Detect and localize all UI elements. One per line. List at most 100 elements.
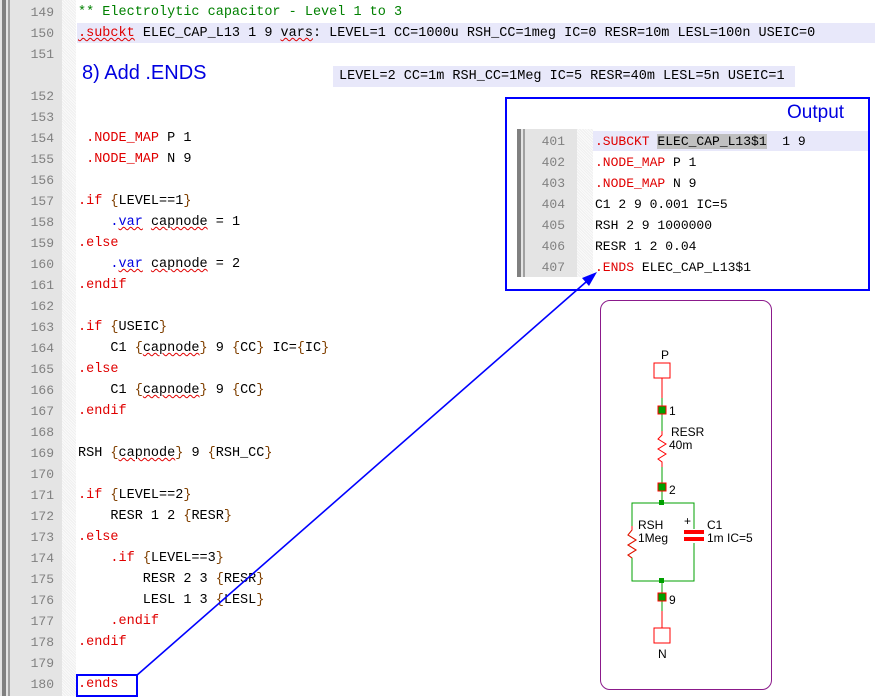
code-token: } [159,320,168,335]
code-token: { [134,341,143,356]
port-n-icon[interactable] [653,627,671,644]
c1-value: 1m IC=5 [707,531,753,545]
code-token: N 9 [159,152,192,167]
line-number: 153 [30,110,54,125]
arrowhead-icon [582,272,597,286]
junction-icon [659,500,664,505]
code-token: ** Electrolytic capacitor - Level 1 to 3 [78,5,403,20]
line-number: 156 [30,173,54,188]
line-number: 407 [541,260,565,275]
code-token: } [223,509,232,524]
line-number: 158 [30,215,54,230]
code-line[interactable]: .else [78,233,119,254]
output-code-line[interactable]: .SUBCKT ELEC_CAP_L13$1 1 9 [595,131,806,152]
code-line[interactable]: .if {LEVEL==3} [78,548,223,569]
step-annotation: 8) Add .ENDS [82,62,207,84]
output-title: Output [787,102,845,123]
code-token: } [256,341,265,356]
line-number: 403 [541,176,565,191]
code-token: LEVEL==3 [150,551,216,566]
rsh-resistor-icon[interactable] [627,526,637,559]
line-number: 149 [30,5,54,20]
line-number: 152 [30,89,54,104]
code-token: .if [78,551,135,566]
line-number: 164 [30,341,54,356]
current-line-highlight [77,23,875,43]
code-line[interactable]: .endif [78,401,127,422]
code-token: { [102,320,119,335]
output-code-line[interactable]: .ENDS ELEC_CAP_L13$1 [595,257,751,278]
code-line[interactable]: .else [78,359,119,380]
code-line[interactable]: C1 {capnode} 9 {CC} IC={IC} [78,338,329,359]
code-line[interactable]: ** Electrolytic capacitor - Level 1 to 3 [78,2,402,23]
code-line[interactable]: .else [78,527,119,548]
code-token: } [199,341,208,356]
code-line[interactable]: .subckt ELEC_CAP_L13 1 9 vars: LEVEL=1 C… [78,23,815,44]
code-line[interactable]: .if {USEIC} [78,317,167,338]
line-number: 155 [30,152,54,167]
code-line[interactable]: .endif [78,275,127,296]
code-line[interactable]: .NODE_MAP N 9 [78,149,191,170]
output-code-line[interactable]: RESR 1 2 0.04 [595,236,696,257]
level2-params-note: LEVEL=2 CC=1m RSH_CC=1Meg IC=5 RESR=40m … [333,66,795,87]
code-token: .SUBCKT [595,134,650,149]
code-line[interactable]: .ends [78,674,119,695]
code-line[interactable]: .endif [78,611,159,632]
code-token: RSH_CC [215,446,265,461]
line-number: 172 [30,509,54,524]
code-token: CC [240,341,257,356]
code-line[interactable]: RESR 2 3 {RESR} [78,569,265,590]
line-number: 167 [30,404,54,419]
line-number: 166 [30,383,54,398]
line-number: 169 [30,446,54,461]
line-number: 170 [30,467,54,482]
code-line[interactable]: C1 {capnode} 9 {CC} [78,380,264,401]
code-token: } [256,572,265,587]
code-token: .else [78,236,119,251]
code-line[interactable]: .if {LEVEL==1} [78,191,191,212]
line-number: 402 [541,155,565,170]
c1-capacitor-icon[interactable] [684,530,704,534]
node-2-icon[interactable] [657,482,667,492]
code-token: 9 [207,341,232,356]
code-token: { [102,194,119,209]
node-1-icon[interactable] [657,405,667,415]
output-code-line[interactable]: .NODE_MAP P 1 [595,152,696,173]
fold-margin [577,129,593,277]
code-token: .else [78,530,119,545]
output-code-line[interactable]: RSH 2 9 1000000 [595,215,712,236]
output-code-line[interactable]: C1 2 9 0.001 IC=5 [595,194,728,215]
code-line[interactable]: .if {LEVEL==2} [78,485,191,506]
code-token: C1 [78,383,135,398]
port-p-icon[interactable] [653,362,671,379]
code-line[interactable]: RSH {capnode} 9 {RSH_CC} [78,443,272,464]
gutter-bar [2,0,6,696]
code-token: { [110,446,119,461]
code-line[interactable]: .var capnode = 1 [78,212,240,233]
output-code-line[interactable]: .NODE_MAP N 9 [595,173,696,194]
line-number: 157 [30,194,54,209]
line-number: 178 [30,635,54,650]
code-token: P 1 [159,131,192,146]
code-token: capnode [142,341,200,356]
fold-margin [62,0,76,696]
code-line[interactable]: .var capnode = 2 [78,254,240,275]
line-number: 401 [541,134,565,149]
code-line[interactable]: LESL 1 3 {LESL} [78,590,265,611]
level2-params-text: LEVEL=2 CC=1m RSH_CC=1Meg IC=5 RESR=40m … [339,69,785,84]
code-token: .NODE_MAP [78,152,160,167]
code-token: RSH 2 9 1000000 [595,218,713,233]
code-token: RESR [191,509,224,524]
resr-resistor-icon[interactable] [657,431,667,467]
code-token: ELEC_CAP_L13 1 9 [134,26,281,41]
port-label-n: N [658,647,667,661]
code-token: capnode [150,257,208,272]
line-number: 175 [30,572,54,587]
line-number: 179 [30,656,54,671]
schematic-diagram: P 1 RESR 40m 2 RSH 1Meg + C1 1m IC=5 9 N [627,348,753,661]
code-line[interactable]: .endif [78,632,127,653]
code-line[interactable]: RESR 1 2 {RESR} [78,506,232,527]
node-9-icon[interactable] [657,592,667,602]
code-line[interactable]: .NODE_MAP P 1 [78,128,191,149]
gutter-bar [523,129,525,277]
